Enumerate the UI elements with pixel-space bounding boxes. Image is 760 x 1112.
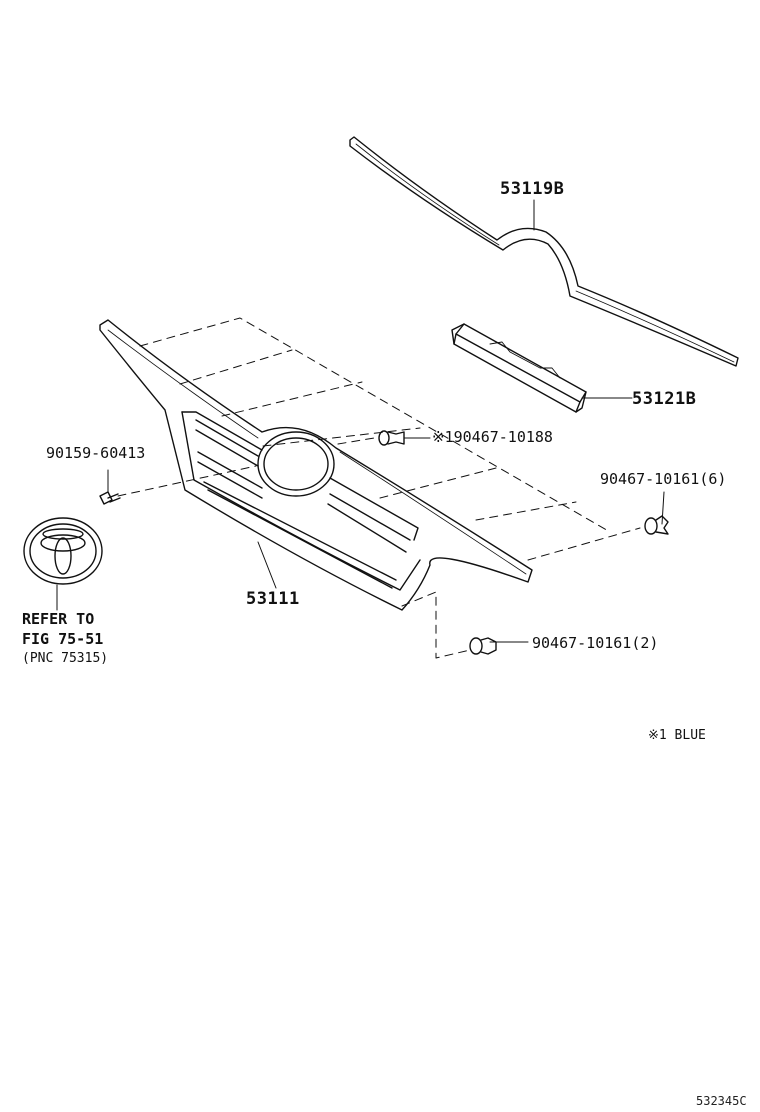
screw-drawing: [99, 491, 121, 505]
grille-drawing: [99, 319, 533, 611]
reference-line1: REFER TO: [22, 610, 95, 628]
label-screw: 90159-60413: [46, 444, 146, 462]
label-53111: 53111: [246, 589, 300, 609]
toyota-emblem-drawing: [23, 517, 103, 585]
reference-line2: FIG 75-51: [22, 630, 104, 648]
clip-six-drawing: [644, 515, 669, 535]
emblem-pad-drawing: [451, 323, 587, 413]
note-blue: ※1 BLUE: [648, 728, 706, 743]
label-clip-two: 90467-10161(2): [532, 634, 659, 652]
label-53119b: 53119B: [500, 179, 565, 199]
label-53121b: 53121B: [632, 389, 697, 409]
clip-blue-drawing: [378, 430, 405, 446]
reference-line3: (PNC 75315): [22, 651, 109, 666]
label-clip-blue: ※190467-10188: [432, 428, 553, 446]
alignment-dashed-lines: [117, 317, 641, 659]
leader-lines: [56, 199, 665, 643]
label-clip-six: 90467-10161(6): [600, 470, 727, 488]
clip-two-drawing: [469, 637, 497, 655]
upper-molding-drawing: [349, 136, 739, 367]
figure-code: 532345C: [696, 1094, 747, 1108]
